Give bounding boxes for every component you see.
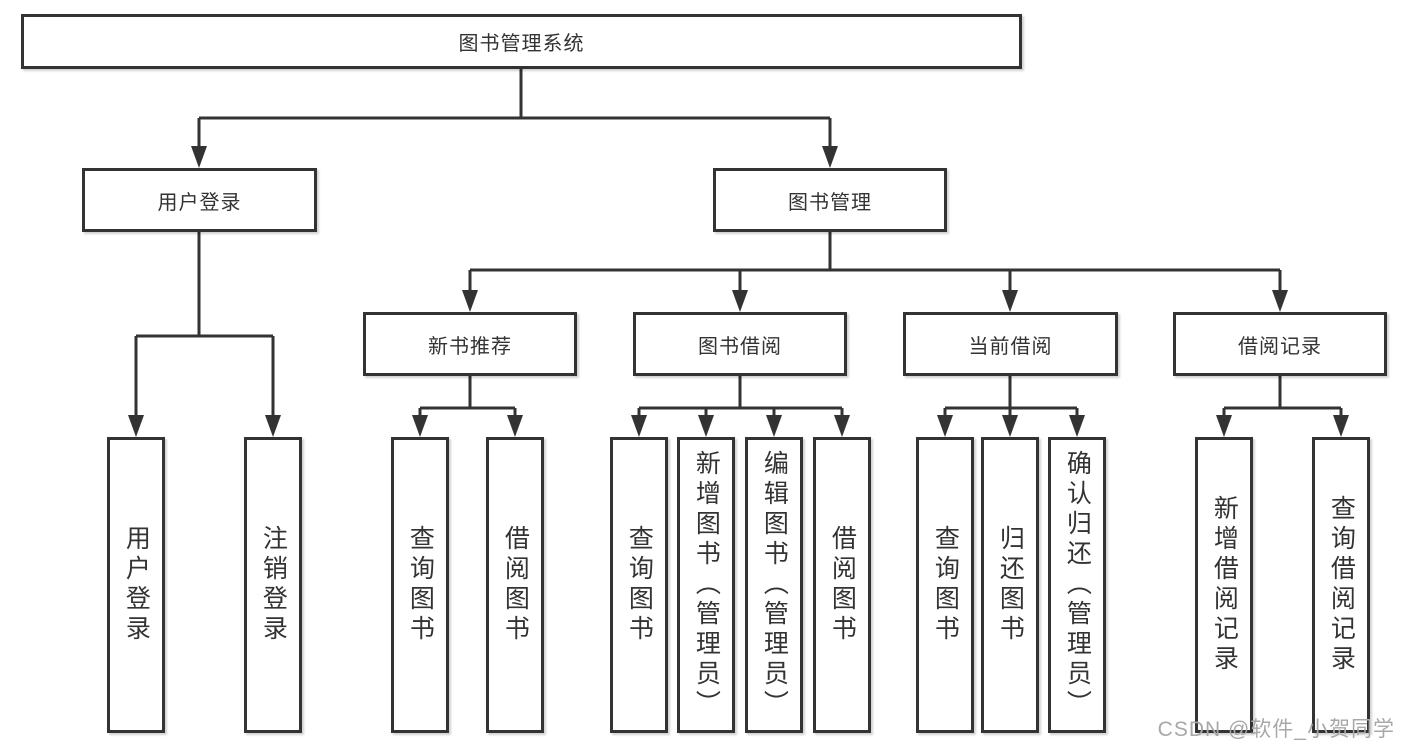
node-new-book-recommend: 新书推荐	[363, 312, 577, 376]
node-label: 查询图书	[931, 525, 960, 645]
arrowhead	[834, 415, 850, 437]
node-label: 查询图书	[406, 525, 435, 645]
arrowhead	[191, 146, 207, 168]
watermark: CSDN @软件_小贺同学	[1157, 718, 1395, 741]
node-label: 归还图书	[996, 525, 1025, 645]
node-label: 借阅图书	[501, 525, 530, 645]
node-label: 查询图书	[625, 525, 654, 645]
node-leaf-user-login: 用户登录	[107, 437, 165, 733]
node-book-management: 图书管理	[713, 168, 947, 232]
node-leaf-query-books-borrowing: 查询图书	[610, 437, 668, 733]
node-label: 编辑图书（管理员）	[760, 450, 789, 720]
node-current-borrowing: 当前借阅	[903, 312, 1118, 376]
node-label: 用户登录	[122, 525, 151, 645]
node-label: 当前借阅	[968, 335, 1053, 358]
node-leaf-query-borrow-record: 查询借阅记录	[1312, 437, 1370, 733]
arrowhead	[1333, 415, 1349, 437]
arrowheads	[128, 146, 1349, 437]
arrowhead	[937, 415, 953, 437]
node-label: 借阅记录	[1238, 335, 1322, 358]
arrowhead	[412, 415, 428, 437]
node-label: 图书借阅	[698, 335, 782, 358]
node-label: 借阅图书	[828, 525, 857, 645]
node-label: 注销登录	[259, 525, 288, 645]
node-user-login: 用户登录	[82, 168, 317, 232]
arrowhead	[507, 415, 523, 437]
node-label: 新书推荐	[428, 335, 512, 358]
node-label: 查询借阅记录	[1327, 495, 1356, 675]
arrowhead	[128, 415, 144, 437]
node-leaf-add-book-admin: 新增图书（管理员）	[677, 437, 735, 733]
node-leaf-borrow-books: 借阅图书	[813, 437, 871, 733]
node-leaf-add-borrow-record: 新增借阅记录	[1195, 437, 1253, 733]
node-label: 图书管理	[788, 191, 872, 214]
node-borrow-records: 借阅记录	[1173, 312, 1387, 376]
node-label: 新增图书（管理员）	[692, 450, 721, 720]
node-leaf-return-book: 归还图书	[981, 437, 1039, 733]
arrowhead	[265, 415, 281, 437]
node-leaf-query-books-current: 查询图书	[916, 437, 974, 733]
arrowhead	[822, 146, 838, 168]
node-label: 用户登录	[157, 191, 242, 214]
arrowhead	[1069, 415, 1085, 437]
node-label: 图书管理系统	[458, 33, 585, 55]
node-leaf-logout: 注销登录	[244, 437, 302, 733]
arrowhead	[698, 415, 714, 437]
node-book-borrowing: 图书借阅	[633, 312, 847, 376]
node-leaf-edit-book-admin: 编辑图书（管理员）	[745, 437, 803, 733]
node-leaf-confirm-return-admin: 确认归还（管理员）	[1048, 437, 1106, 733]
arrowhead	[1272, 290, 1288, 312]
node-leaf-query-books-recommend: 查询图书	[391, 437, 449, 733]
node-label: 确认归还（管理员）	[1063, 450, 1092, 720]
arrowhead	[766, 415, 782, 437]
arrowhead	[462, 290, 478, 312]
arrowhead	[732, 290, 748, 312]
connector-lines	[134, 68, 1343, 419]
arrowhead	[1002, 415, 1018, 437]
node-leaf-borrow-books-recommend: 借阅图书	[486, 437, 544, 733]
node-root-system: 图书管理系统	[21, 14, 1022, 69]
arrowhead	[1002, 290, 1018, 312]
arrowhead	[1216, 415, 1232, 437]
arrowhead	[631, 415, 647, 437]
node-label: 新增借阅记录	[1210, 495, 1239, 675]
